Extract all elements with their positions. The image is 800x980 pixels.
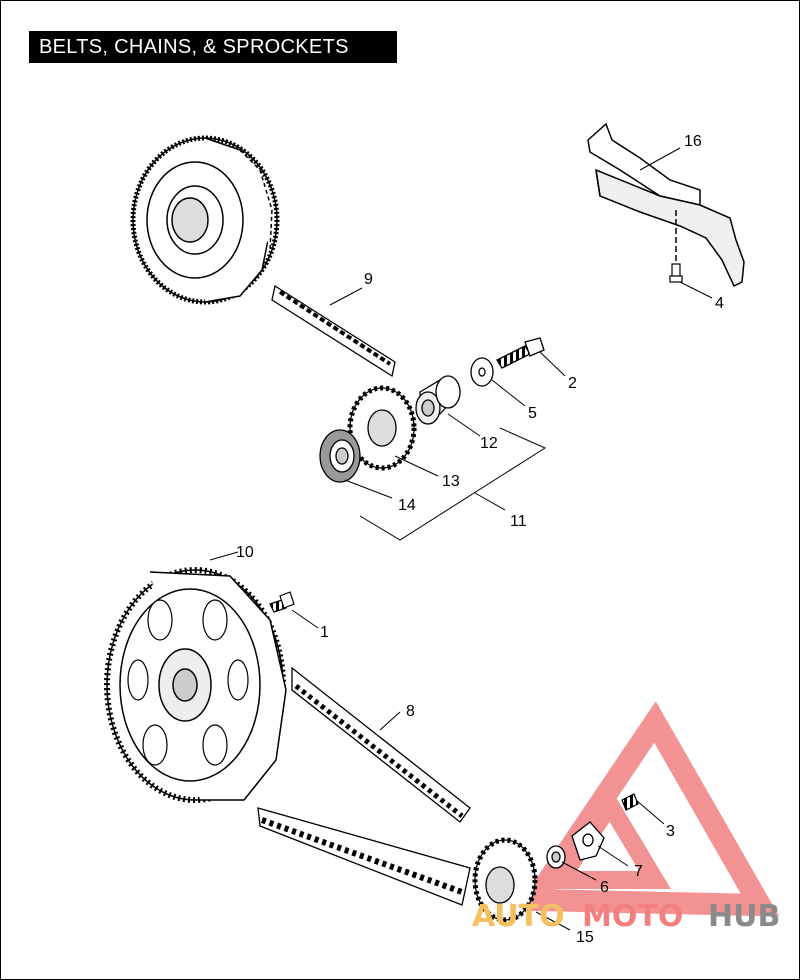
part-15-transmission-sprocket (472, 837, 538, 923)
part-5-washer (470, 357, 494, 387)
part-6-nut (546, 845, 566, 869)
part-11-bracket-line (359, 427, 547, 541)
callout-4: 4 (715, 295, 724, 312)
watermark-hub: HUB (708, 899, 780, 934)
callout-2: 2 (568, 375, 577, 392)
watermark-logo (514, 701, 780, 917)
page-title: BELTS, CHAINS, & SPROCKETS (29, 31, 397, 63)
part-8-drive-belt (257, 666, 471, 906)
callout-9: 9 (364, 271, 373, 288)
callout-5: 5 (528, 405, 537, 422)
part-10-rear-pulley (104, 567, 287, 803)
callout-15: 15 (576, 929, 594, 946)
part-12-hub (415, 375, 461, 425)
callout-13: 13 (442, 473, 460, 490)
primary-clutch-drum (130, 135, 280, 305)
callout-12: 12 (480, 435, 498, 452)
callout-10: 10 (236, 544, 254, 561)
leader-lines (209, 147, 713, 931)
callout-14: 14 (398, 497, 416, 514)
callout-16: 16 (684, 133, 702, 150)
watermark-moto: MOTO (582, 899, 683, 934)
callout-6: 6 (600, 879, 609, 896)
callout-8: 8 (406, 703, 415, 720)
part-14-compensator (319, 429, 361, 483)
callout-1: 1 (320, 624, 329, 641)
callout-11: 11 (510, 513, 527, 530)
part-4-screw (669, 263, 683, 283)
watermark-text: AUTO MOTO HUB (472, 899, 780, 934)
part-13-sprocket (347, 385, 417, 471)
callout-7: 7 (634, 863, 643, 880)
part-2-bolt (496, 337, 545, 369)
part-1-bolt (269, 591, 295, 613)
part-16-chain-guard (587, 122, 745, 288)
part-9-primary-chain (271, 284, 396, 378)
watermark-auto: AUTO (472, 899, 565, 934)
part-3-screw (621, 793, 639, 811)
callout-3: 3 (666, 823, 675, 840)
callout-numbers: 1 2 3 4 5 6 7 8 9 10 11 12 13 14 15 16 (236, 133, 724, 946)
